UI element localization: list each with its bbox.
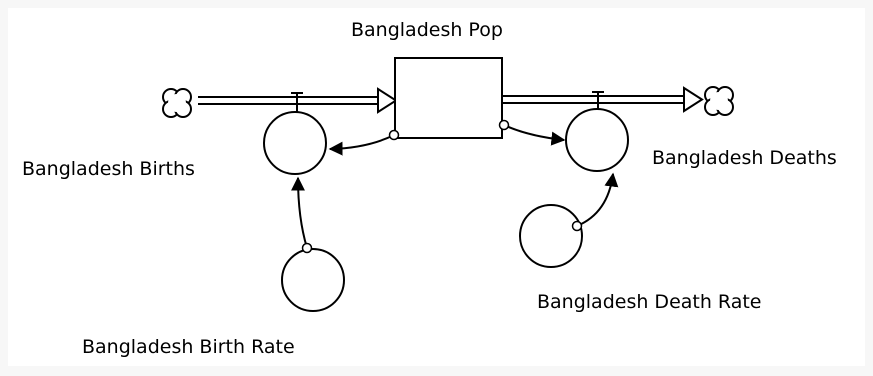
sink-cloud-icon xyxy=(704,86,734,116)
stock-flow-diagram xyxy=(162,57,734,312)
connector-stock-to-deaths[interactable] xyxy=(503,124,566,146)
stock-box[interactable] xyxy=(394,57,503,139)
death-rate-label: Bangladesh Death Rate xyxy=(537,291,762,313)
source-cloud-icon xyxy=(162,88,192,118)
deaths-flow-pipe[interactable] xyxy=(503,86,704,113)
connector-stock-to-births[interactable] xyxy=(328,134,395,156)
connector-deathrate-to-deaths[interactable] xyxy=(576,172,619,227)
stock-label: Bangladesh Pop xyxy=(351,19,503,41)
diagram-canvas: Bangladesh Pop Bangladesh Births Banglad… xyxy=(8,8,865,366)
death-rate-converter[interactable] xyxy=(519,204,583,268)
births-flow-pipe[interactable] xyxy=(198,87,398,114)
births-rate-circle[interactable] xyxy=(263,111,327,175)
births-valve-icon[interactable] xyxy=(291,92,303,112)
birth-rate-label: Bangladesh Birth Rate xyxy=(82,336,295,358)
deaths-valve-icon[interactable] xyxy=(592,91,604,111)
deaths-flow-label: Bangladesh Deaths xyxy=(652,147,837,169)
connector-origin-dot xyxy=(388,129,400,141)
connector-origin-dot xyxy=(571,220,583,232)
birth-rate-converter[interactable] xyxy=(281,248,345,312)
deaths-rate-circle[interactable] xyxy=(565,108,629,172)
connector-origin-dot xyxy=(498,119,510,131)
connector-origin-dot xyxy=(301,242,313,254)
connector-birthrate-to-births[interactable] xyxy=(291,176,308,249)
births-flow-label: Bangladesh Births xyxy=(22,158,195,180)
